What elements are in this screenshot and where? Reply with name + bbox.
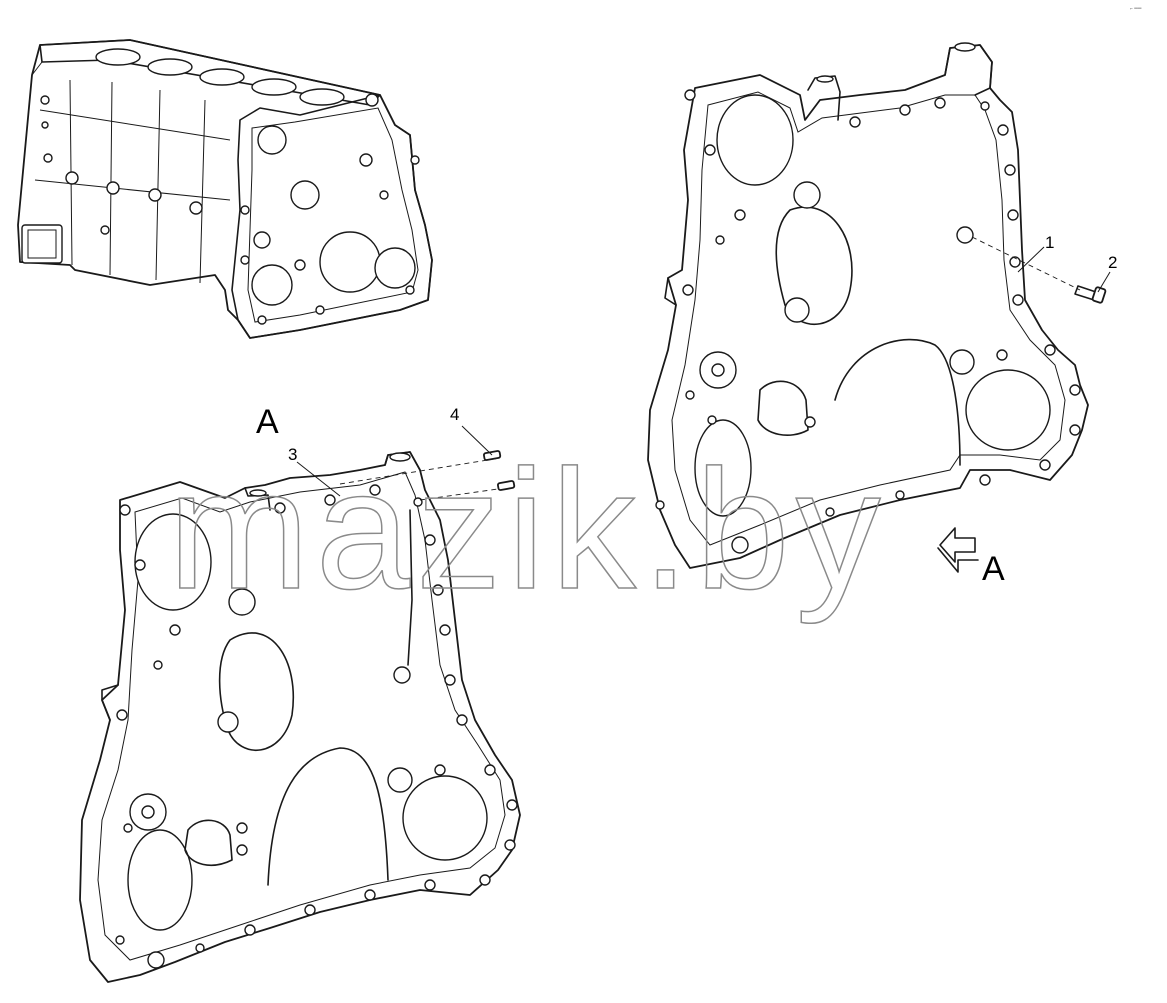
timing-cover-right: [647, 42, 1089, 569]
leader-line-1: [1017, 246, 1045, 273]
leader-line-4: [461, 425, 493, 456]
timing-cover-view-a: [79, 451, 521, 983]
callout-4: 4: [450, 405, 459, 424]
cover-bolt-holes-right: [655, 89, 1081, 554]
bolt-part-2: [971, 236, 1107, 304]
view-a-arrow-label: A: [982, 550, 1005, 588]
cover-bolt-holes-left: [115, 484, 518, 969]
stud-parts-4: [339, 450, 516, 501]
leader-line-2: [1097, 271, 1111, 293]
leader-line-3: [296, 461, 341, 497]
view-a-arrow: A: [937, 527, 1005, 588]
engine-block-illustration: [17, 39, 433, 339]
view-a-label: A: [256, 403, 279, 441]
callout-2: 2: [1108, 253, 1117, 272]
corner-mark: ⌐ ══: [1130, 6, 1142, 12]
callout-1: 1: [1045, 233, 1054, 252]
watermark: mazik.by: [168, 435, 887, 625]
callout-3: 3: [288, 445, 297, 464]
